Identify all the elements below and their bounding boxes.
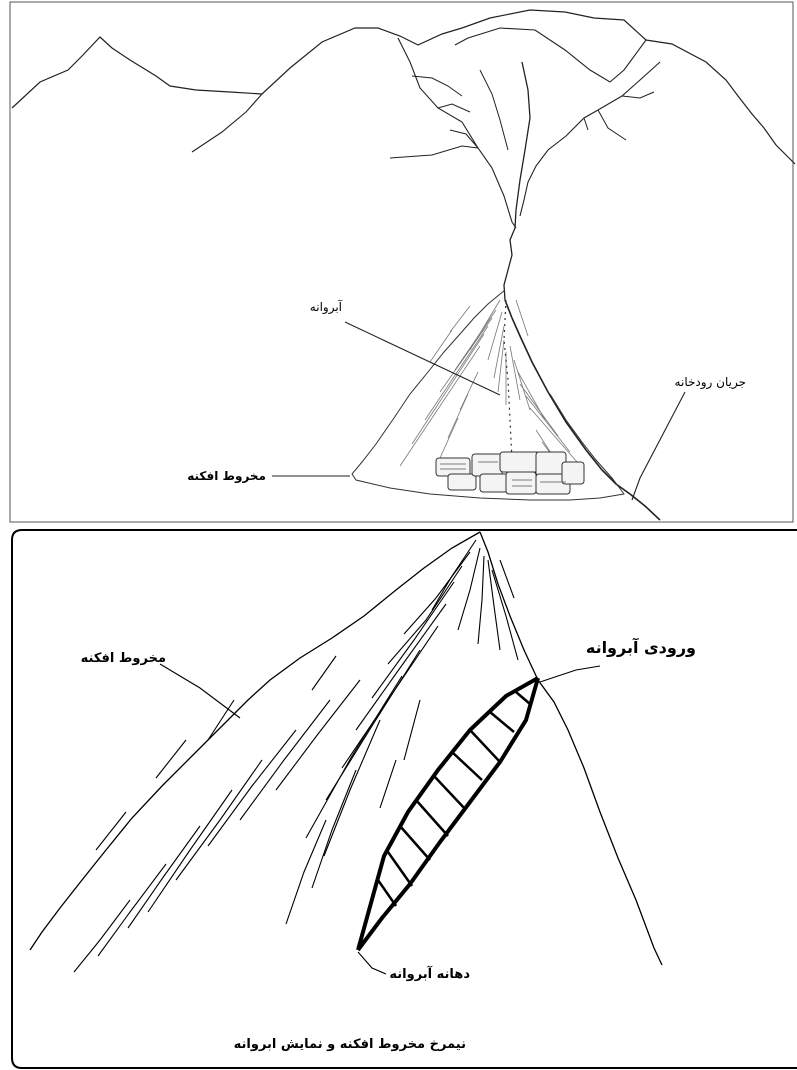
drainage-right-branch xyxy=(520,62,660,216)
channel-profile xyxy=(358,678,538,950)
drainage-mid-sub xyxy=(480,70,508,150)
profile-left-slope xyxy=(30,532,480,950)
drainage-right-sub-1 xyxy=(622,92,654,98)
mountain-ridge-right xyxy=(455,28,646,82)
leader-river xyxy=(632,392,685,500)
top-panel: آبروانه جریان رودخانه مخروط افکنه xyxy=(10,2,795,522)
channel-rungs xyxy=(378,692,530,906)
top-panel-frame xyxy=(10,2,793,522)
channel-dotted-line xyxy=(504,300,512,460)
drainage-left-sub-4 xyxy=(450,130,478,148)
drainage-left-sub-3 xyxy=(390,146,478,158)
caption-bottom: نیمرخ مخروط افکنه و نمایش ابروانه xyxy=(234,1037,466,1052)
label-channel-top: آبروانه xyxy=(310,299,343,315)
channel-inner-line xyxy=(358,678,538,950)
channel-outer-line xyxy=(358,678,538,950)
mountain-ridge-inner xyxy=(192,94,262,152)
leader-channel xyxy=(345,322,500,395)
drainage-main-channel xyxy=(504,62,530,300)
boulder-deposits xyxy=(436,452,584,494)
mountain-ridge-left xyxy=(12,10,795,164)
leader-inlet xyxy=(540,666,600,682)
drainage-right-sub-3 xyxy=(584,118,588,130)
label-mouth-bottom: دهانه آبروانه xyxy=(389,965,470,982)
label-river-top: جریان رودخانه xyxy=(675,375,746,390)
bottom-panel-frame xyxy=(12,530,797,1068)
label-fan-bottom: مخروط افکنه xyxy=(81,651,166,666)
leader-mouth xyxy=(358,952,386,974)
label-inlet-bottom: ورودی آبروانه xyxy=(586,637,696,657)
label-fan-top: مخروط افکنه xyxy=(187,469,266,484)
drainage-right-sub-2 xyxy=(598,110,626,140)
bottom-panel: مخروط افکنه ورودی آبروانه دهانه آبروانه … xyxy=(12,530,797,1068)
drainage-left-branch xyxy=(398,38,516,228)
